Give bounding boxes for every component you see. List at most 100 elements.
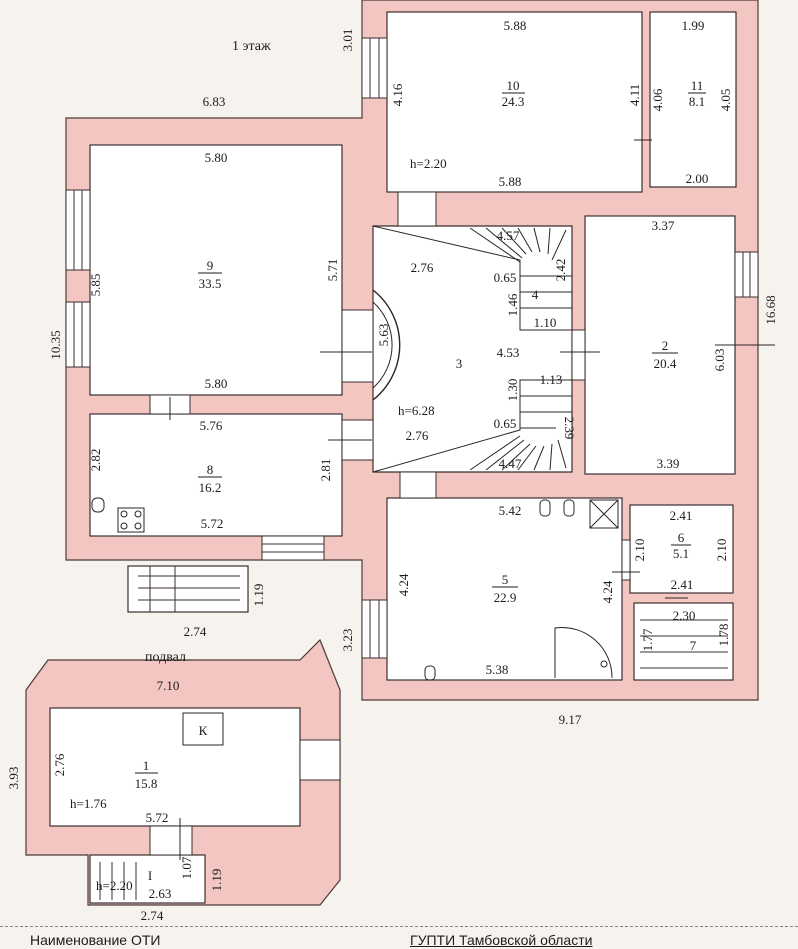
room-3-shape <box>372 225 573 473</box>
stair-I-area: 2.63 <box>149 886 172 901</box>
dim-710: 7.10 <box>157 678 180 693</box>
dim-405: 4.05 <box>718 89 733 112</box>
funnel-lower <box>372 379 572 473</box>
dim-274-stair: 2.74 <box>141 908 164 922</box>
dim-113: 1.13 <box>540 372 563 387</box>
dim-563: 5.63 <box>376 324 391 347</box>
dim-130: 1.30 <box>505 379 520 402</box>
dim-065-lower: 0.65 <box>494 416 517 431</box>
dim-683: 6.83 <box>203 94 226 109</box>
dim-580-top: 5.80 <box>205 150 228 165</box>
drain-icon <box>424 665 436 681</box>
dim-453: 4.53 <box>497 345 520 360</box>
room-11-area: 8.1 <box>689 94 705 109</box>
footer-divider <box>0 926 798 927</box>
floor-plan: 1 этаж подвал 10 24.3 11 8.1 9 33.5 4 3 … <box>6 0 778 922</box>
porch-stairs <box>138 566 240 612</box>
room-5-shape <box>386 497 623 681</box>
dim-210-left: 2.10 <box>632 539 647 562</box>
dim-337: 3.37 <box>652 218 675 233</box>
vent-shaft-icon <box>589 499 619 529</box>
room-8-area: 16.2 <box>199 480 222 495</box>
dim-585: 5.85 <box>88 274 103 297</box>
upper-stair-treads <box>469 227 572 309</box>
windows <box>65 37 759 856</box>
room-7-shape <box>633 602 734 681</box>
height-room1: h=1.76 <box>70 796 107 811</box>
window-left-5 <box>361 599 388 659</box>
dim-241-bottom: 2.41 <box>671 577 694 592</box>
arc-wall-inner <box>372 301 393 389</box>
dim-1668: 16.68 <box>763 295 778 324</box>
dim-424-left: 4.24 <box>396 573 411 596</box>
footer-object-name: Наименование ОТИ <box>30 932 161 948</box>
dim-200: 2.00 <box>686 171 709 186</box>
k-box-label: К <box>199 723 208 738</box>
door-swing-5 <box>554 627 613 679</box>
porch-shape <box>127 565 249 613</box>
window-basement-right <box>299 739 341 781</box>
dim-276-upper: 2.76 <box>411 260 434 275</box>
dim-457: 4.57 <box>497 228 520 243</box>
dim-572-room8: 5.72 <box>201 516 224 531</box>
dim-588-top: 5.88 <box>504 18 527 33</box>
dim-588-bottom: 5.88 <box>499 174 522 189</box>
first-floor-label: 1 этаж <box>232 39 271 54</box>
dim-301: 3.01 <box>340 29 355 52</box>
window-right-2 <box>734 251 759 298</box>
door-9-3 <box>341 309 374 383</box>
dim-241-top: 2.41 <box>670 508 693 523</box>
dim-538: 5.38 <box>486 662 509 677</box>
room-6-area: 5.1 <box>673 546 689 561</box>
room-3-number: 3 <box>456 356 463 371</box>
basement-label: подвал <box>145 650 186 665</box>
sink-icon <box>91 497 105 513</box>
room-6-shape <box>629 504 734 594</box>
lamp-icon <box>600 660 608 668</box>
stair-I-shape <box>89 854 206 904</box>
washbasin-icon <box>539 499 551 517</box>
arc-wall <box>372 289 401 401</box>
height-room10: h=2.20 <box>410 156 447 171</box>
dim-242: 2.42 <box>553 259 568 282</box>
dim-917: 9.17 <box>559 712 582 727</box>
dim-282: 2.82 <box>88 449 103 472</box>
stairwell <box>372 225 572 473</box>
dim-1035: 10.35 <box>48 330 63 359</box>
door-3-5 <box>399 471 437 499</box>
window-bottom-8 <box>261 535 325 561</box>
room-10-area: 24.3 <box>502 94 525 109</box>
window-left-9 <box>65 189 91 271</box>
stair-I-treads <box>99 862 137 900</box>
dim-119-stair: 1.19 <box>209 869 224 892</box>
room-1-area: 15.8 <box>135 776 158 791</box>
room-10-number: 10 <box>507 78 520 93</box>
rooms <box>49 11 737 904</box>
door-3-2 <box>571 329 586 381</box>
dim-281: 2.81 <box>318 459 333 482</box>
dim-580-bottom: 5.80 <box>205 376 228 391</box>
dim-276-basement: 2.76 <box>52 753 67 776</box>
dim-177: 1.77 <box>640 628 655 651</box>
floor-labels: 1 этаж подвал <box>145 39 271 665</box>
toilet-icon <box>563 499 575 517</box>
dim-323: 3.23 <box>340 629 355 652</box>
window-left-9b <box>65 301 91 368</box>
dim-230: 2.30 <box>673 608 696 623</box>
dim-447: 4.47 <box>499 456 522 471</box>
dim-571: 5.71 <box>325 259 340 282</box>
dimension-lines <box>169 139 775 860</box>
dim-576: 5.76 <box>200 418 223 433</box>
dim-107: 1.07 <box>179 856 194 879</box>
height-stairI: h=2.20 <box>96 878 133 893</box>
stove-icon <box>117 507 145 533</box>
room-9-number: 9 <box>207 258 214 273</box>
dim-424-right: 4.24 <box>600 580 615 603</box>
room-11-number: 11 <box>691 78 704 93</box>
dim-199: 1.99 <box>682 18 705 33</box>
dim-274-porch: 2.74 <box>184 624 207 639</box>
dim-393: 3.93 <box>6 767 21 790</box>
dim-065-upper: 0.65 <box>494 270 517 285</box>
vertical-dimensions: 3.01 4.16 4.11 4.06 4.05 5.85 5.71 10.35… <box>6 29 778 892</box>
dim-119-porch: 1.19 <box>251 584 266 607</box>
